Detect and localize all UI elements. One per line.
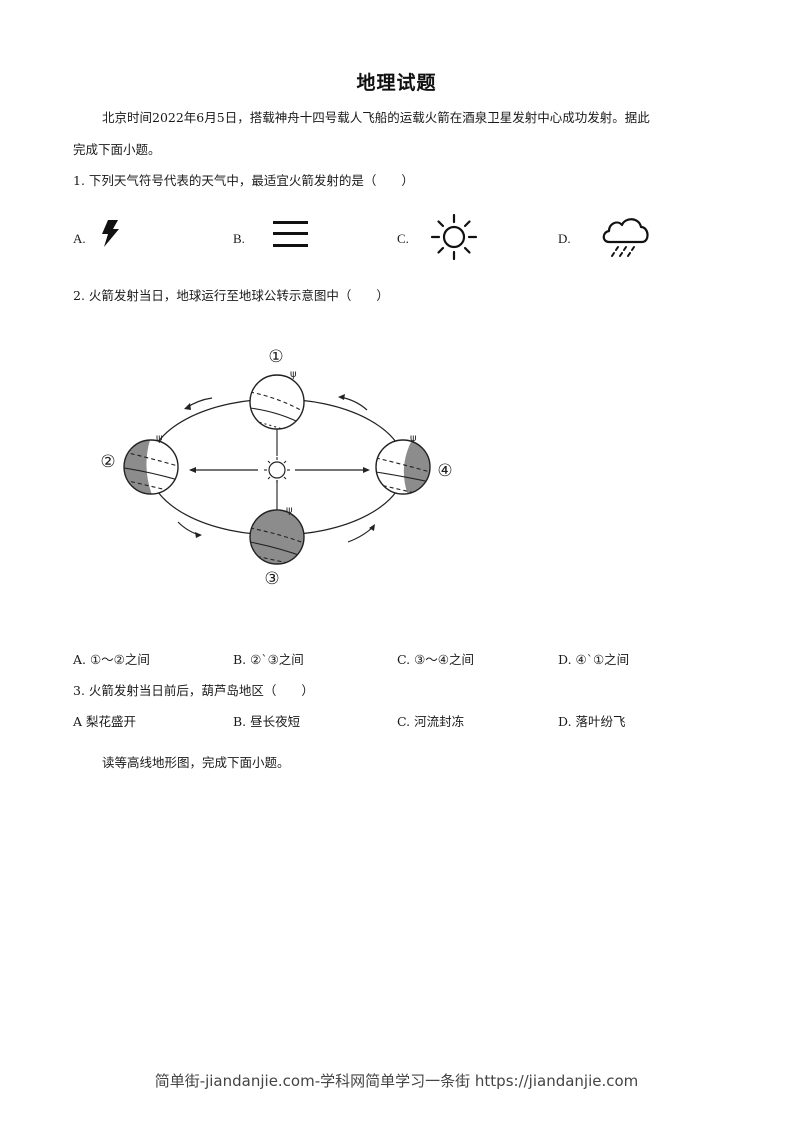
sun-icon — [264, 457, 290, 483]
position-label-1: ① — [268, 347, 283, 367]
earth-revolution-diagram: ψ ψ ψ ψ — [100, 347, 452, 589]
footer-watermark: 简单街-jiandanjie.com-学科网简单学习一条街 https://ji… — [154, 1072, 639, 1090]
position-label-4: ④ — [437, 461, 452, 481]
q1-option-a: A. — [73, 228, 86, 247]
q2-option-c: C. ③～④之间 — [397, 652, 474, 667]
position-label-2: ② — [100, 452, 115, 472]
sunny-icon — [430, 213, 478, 261]
option-label: D. — [558, 231, 571, 246]
earth-globe-3: ψ — [249, 505, 305, 565]
rain-cloud-icon — [602, 218, 649, 257]
question-1-stem: 1. 下列天气符号代表的天气中，最适宜火箭发射的是（ ） — [73, 173, 414, 188]
intro-line-1: 北京时间2022年6月5日，搭载神舟十四号载人飞船的运载火箭在酒泉卫星发射中心成… — [102, 110, 650, 125]
q1-option-b: B. — [233, 228, 245, 247]
earth-globe-1: ψ — [249, 369, 305, 430]
option-label: C. — [397, 231, 409, 246]
question-2-stem: 2. 火箭发射当日，地球运行至地球公转示意图中（ ） — [73, 288, 389, 303]
svg-text:ψ: ψ — [156, 433, 163, 444]
q3-option-b: B. 昼长夜短 — [233, 714, 301, 729]
q2-option-b: B. ②`③之间 — [233, 652, 304, 667]
next-section-intro: 读等高线地形图，完成下面小题。 — [102, 755, 290, 770]
earth-globe-4: ψ — [375, 433, 431, 495]
option-label: B. — [233, 231, 245, 246]
earth-globe-2: ψ — [123, 433, 179, 495]
intro-line-2: 完成下面小题。 — [73, 142, 161, 157]
q1-option-c: C. — [397, 228, 409, 247]
q2-option-a: A. ①～②之间 — [73, 652, 150, 667]
q2-option-d: D. ④`①之间 — [558, 652, 630, 667]
svg-text:ψ: ψ — [410, 433, 417, 444]
svg-text:ψ: ψ — [290, 369, 297, 380]
q1-option-d: D. — [558, 228, 571, 247]
svg-text:ψ: ψ — [286, 505, 293, 516]
q3-option-d: D. 落叶纷飞 — [558, 714, 626, 729]
option-label: A. — [73, 231, 86, 246]
q3-option-a: A 梨花盛开 — [73, 714, 137, 729]
q3-option-c: C. 河流封冻 — [397, 714, 465, 729]
page-title: 地理试题 — [356, 72, 437, 94]
position-label-3: ③ — [264, 569, 279, 589]
lightning-icon — [102, 220, 119, 247]
question-3-stem: 3. 火箭发射当日前后，葫芦岛地区（ ） — [73, 683, 314, 698]
fog-icon — [273, 221, 308, 247]
